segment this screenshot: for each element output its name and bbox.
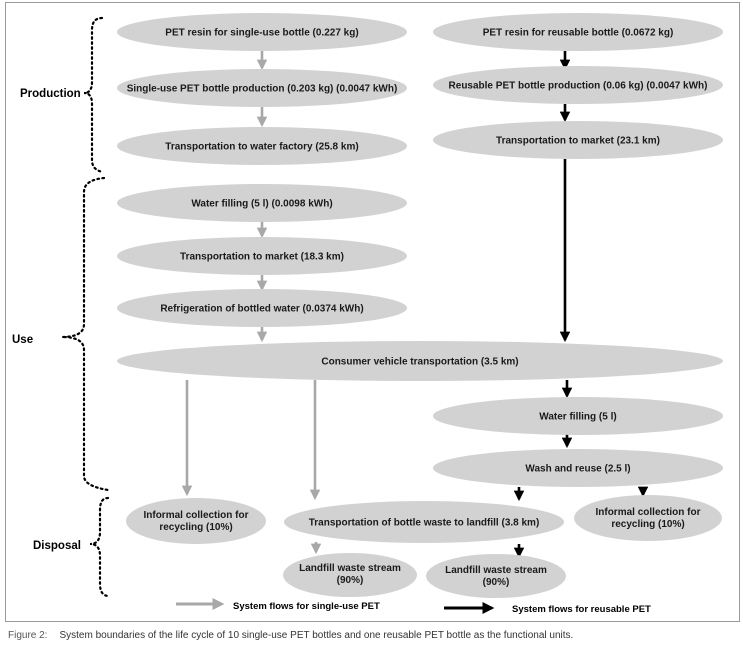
- single-use-flow-arrows: [181, 51, 322, 555]
- node-water-filling-reusable: Water filling (5 l): [433, 397, 723, 435]
- node-informal-reusable: Informal collection for recycling (10%): [574, 495, 722, 541]
- node-wash-reuse: Wash and reuse (2.5 l): [433, 449, 723, 487]
- node-label: Refrigeration of bottled water (0.0374 k…: [160, 304, 363, 315]
- node-label: Water filling (5 l) (0.0098 kWh): [191, 199, 332, 210]
- node-label: Transportation to market (18.3 km): [180, 252, 344, 263]
- node-label: Wash and reuse (2.5 l): [525, 464, 630, 475]
- node-refrigeration: Refrigeration of bottled water (0.0374 k…: [117, 289, 407, 327]
- reusable-flow-arrows: [513, 51, 649, 559]
- node-transport-market-single: Transportation to market (18.3 km): [117, 237, 407, 275]
- disposal-brace: [89, 496, 111, 598]
- node-label: PET resin for single-use bottle (0.227 k…: [165, 28, 358, 39]
- node-label: Informal collection for: [595, 507, 700, 518]
- node-landfill-reusable: Landfill waste stream (90%): [426, 554, 566, 598]
- node-label: Informal collection for: [143, 510, 248, 521]
- node-label: Transportation to market (23.1 km): [496, 136, 660, 147]
- caption-label: Figure 2:: [8, 630, 48, 641]
- node-label: (90%): [337, 575, 364, 586]
- node-label: Landfill waste stream: [299, 563, 401, 574]
- node-label: Transportation of bottle waste to landfi…: [309, 518, 540, 529]
- node-consumer-transport: Consumer vehicle transportation (3.5 km): [117, 341, 723, 381]
- node-label: recycling (10%): [611, 519, 684, 530]
- node-transport-factory: Transportation to water factory (25.8 km…: [117, 127, 407, 165]
- node-resin-single: PET resin for single-use bottle (0.227 k…: [117, 13, 407, 51]
- legend-reusable-label: System flows for reusable PET: [512, 604, 651, 615]
- node-label: Reusable PET bottle production (0.06 kg)…: [449, 81, 708, 92]
- node-water-filling-single: Water filling (5 l) (0.0098 kWh): [117, 184, 407, 222]
- node-label: Landfill waste stream: [445, 565, 547, 576]
- node-informal-single: Informal collection for recycling (10%): [126, 498, 266, 544]
- node-production-reusable: Reusable PET bottle production (0.06 kg)…: [433, 66, 723, 104]
- production-brace: [83, 16, 105, 174]
- stage-label-use: Use: [12, 334, 33, 346]
- figure-caption: Figure 2: System boundaries of the life c…: [8, 630, 573, 641]
- node-label: PET resin for reusable bottle (0.0672 kg…: [483, 28, 674, 39]
- node-label: recycling (10%): [159, 522, 232, 533]
- node-transport-market-reusable: Transportation to market (23.1 km): [433, 121, 723, 159]
- node-production-single: Single-use PET bottle production (0.203 …: [117, 69, 407, 107]
- node-label: Consumer vehicle transportation (3.5 km): [321, 357, 518, 368]
- node-label: Transportation to water factory (25.8 km…: [165, 142, 358, 153]
- legend-single-use-label: System flows for single-use PET: [233, 601, 380, 612]
- node-label: Water filling (5 l): [539, 412, 616, 423]
- node-transport-landfill: Transportation of bottle waste to landfi…: [284, 501, 564, 543]
- node-resin-reusable: PET resin for reusable bottle (0.0672 kg…: [433, 13, 723, 51]
- figure-frame: [5, 2, 740, 622]
- node-label: (90%): [483, 577, 510, 588]
- node-label: Single-use PET bottle production (0.203 …: [127, 84, 398, 95]
- caption-text: System boundaries of the life cycle of 1…: [59, 630, 574, 641]
- node-landfill-single: Landfill waste stream (90%): [283, 553, 417, 597]
- use-brace: [61, 176, 110, 492]
- stage-label-disposal: Disposal: [33, 540, 81, 552]
- stage-label-production: Production: [20, 88, 81, 100]
